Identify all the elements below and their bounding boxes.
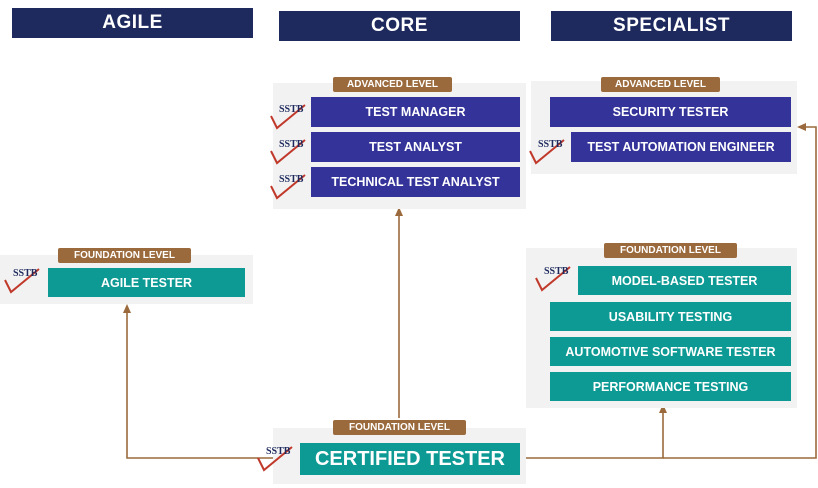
connector-to-specialist-foundation bbox=[522, 412, 664, 459]
header-core: CORE bbox=[279, 11, 520, 41]
test-manager-box: TEST MANAGER bbox=[311, 97, 520, 127]
specialist-foundation-level-tag: FOUNDATION LEVEL bbox=[604, 243, 737, 258]
connector-to-agile bbox=[126, 312, 273, 459]
model-based-tester-box: MODEL-BASED TESTER bbox=[578, 266, 791, 295]
sstb-logo: SSTB bbox=[269, 104, 313, 134]
specialist-advanced-level-tag: ADVANCED LEVEL bbox=[601, 77, 720, 92]
header-agile: AGILE bbox=[12, 8, 253, 38]
test-automation-engineer-box: TEST AUTOMATION ENGINEER bbox=[571, 132, 791, 162]
automotive-software-tester-box: AUTOMOTIVE SOFTWARE TESTER bbox=[550, 337, 791, 366]
sstb-logo: SSTB bbox=[528, 139, 572, 169]
performance-testing-box: PERFORMANCE TESTING bbox=[550, 372, 791, 401]
certified-tester-box: CERTIFIED TESTER bbox=[300, 443, 520, 475]
security-tester-box: SECURITY TESTER bbox=[550, 97, 791, 127]
connector-to-specialist-advanced bbox=[663, 126, 817, 459]
header-specialist: SPECIALIST bbox=[551, 11, 792, 41]
technical-test-analyst-box: TECHNICAL TEST ANALYST bbox=[311, 167, 520, 197]
core-advanced-level-tag: ADVANCED LEVEL bbox=[333, 77, 452, 92]
agile-tester-box: AGILE TESTER bbox=[48, 268, 245, 297]
sstb-logo: SSTB bbox=[3, 268, 47, 298]
test-analyst-box: TEST ANALYST bbox=[311, 132, 520, 162]
agile-foundation-level-tag: FOUNDATION LEVEL bbox=[58, 248, 191, 263]
usability-testing-box: USABILITY TESTING bbox=[550, 302, 791, 331]
sstb-logo: SSTB bbox=[269, 139, 313, 169]
sstb-logo: SSTB bbox=[534, 266, 578, 296]
sstb-logo: SSTB bbox=[269, 174, 313, 204]
sstb-logo: SSTB bbox=[256, 446, 300, 476]
core-foundation-level-tag: FOUNDATION LEVEL bbox=[333, 420, 466, 435]
